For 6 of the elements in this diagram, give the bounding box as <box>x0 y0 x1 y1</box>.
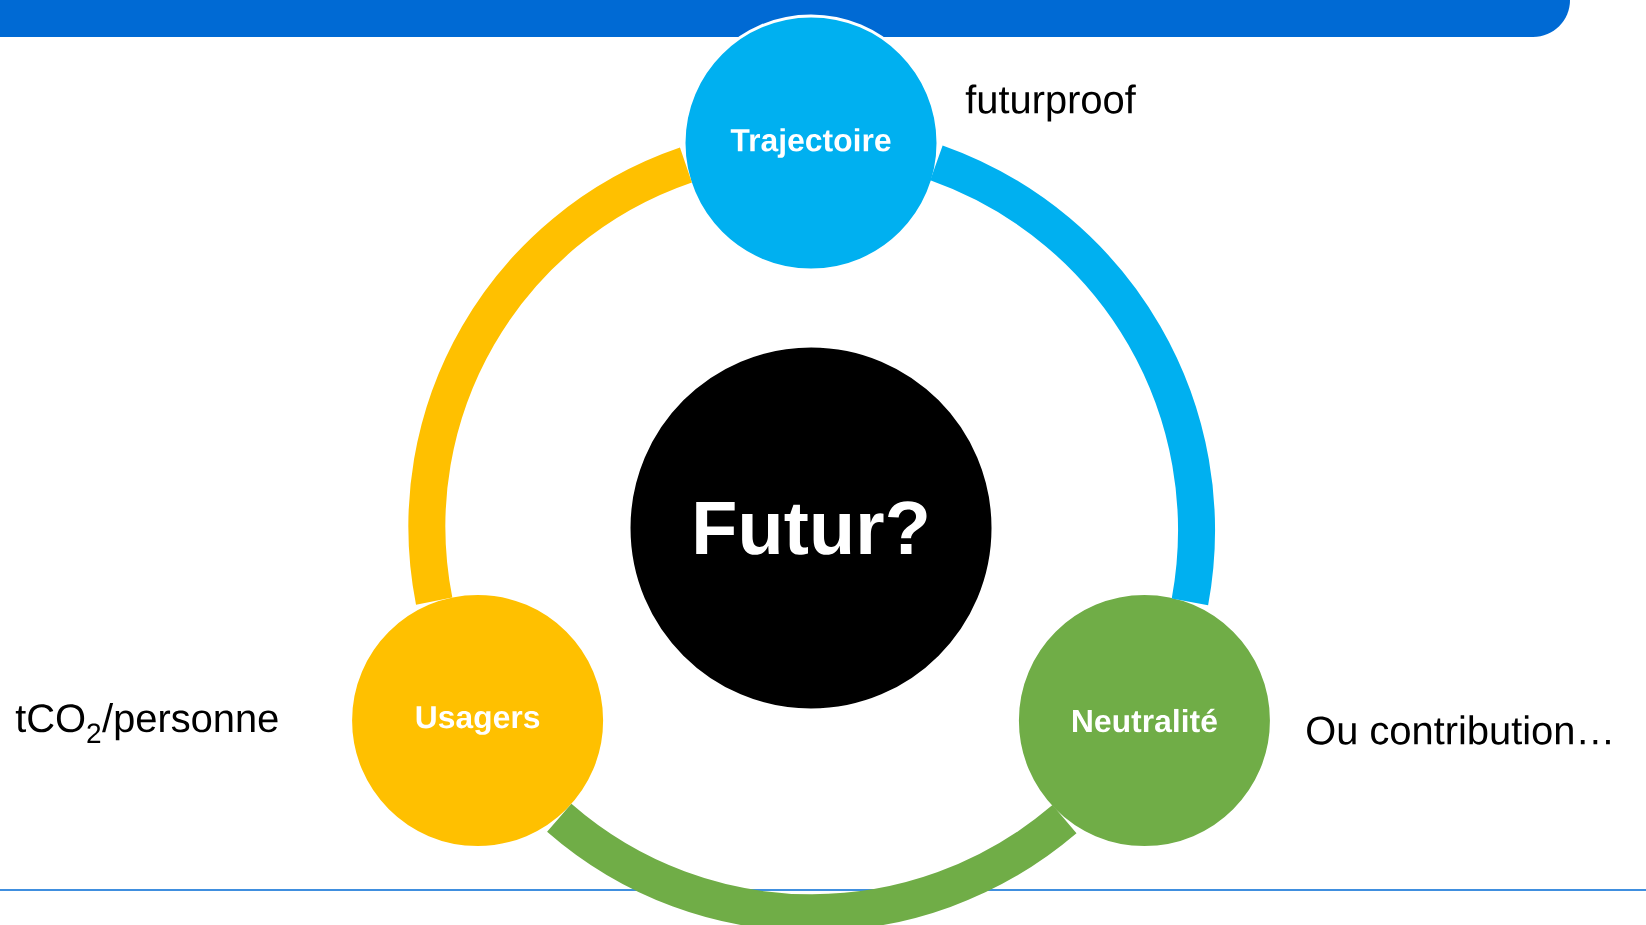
ring-arc <box>547 803 1076 925</box>
side-note: Ou contribution… <box>1307 715 1610 745</box>
side-note: futurproof <box>965 84 1136 122</box>
ring-arc <box>408 147 693 604</box>
side-note: tCO$_{2}$/personne <box>15 703 278 743</box>
ring-arc <box>929 145 1215 605</box>
